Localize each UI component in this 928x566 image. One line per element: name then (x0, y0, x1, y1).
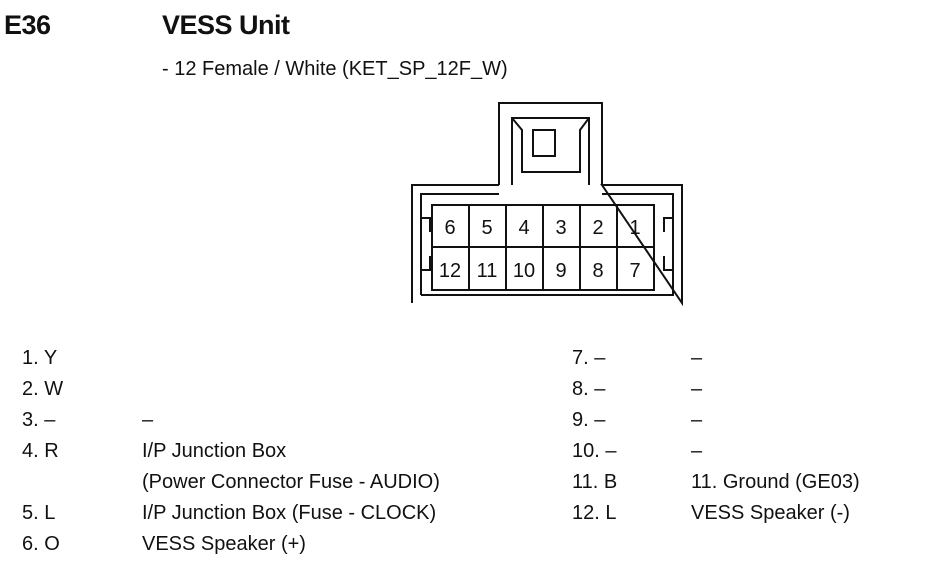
connector-subtitle: - 12 Female / White (KET_SP_12F_W) (162, 58, 508, 80)
connector-code: E36 (4, 10, 51, 40)
pin-description: – (691, 378, 703, 400)
pin-row: 9. – – (572, 405, 922, 436)
pin-label: 8 (592, 260, 603, 282)
pin-number-color: 10. – (572, 440, 617, 462)
pin-description: I/P Junction Box (Fuse - CLOCK) (142, 502, 437, 524)
pin-description: – (691, 440, 703, 462)
pin-label: 1 (629, 217, 640, 239)
pin-number-color: 8. – (572, 378, 606, 400)
pin-row: 1. Y (22, 343, 542, 374)
pin-list-right: 7. – – 8. – – 9. – – 10. – – 11. B 11. Ground… (572, 343, 922, 529)
pin-row: 5. L I/P Junction Box (Fuse - CLOCK) (22, 498, 542, 529)
pin-label: 2 (592, 217, 603, 239)
pin-number-color: 12. L (572, 502, 617, 524)
pin-description: I/P Junction Box (142, 440, 287, 462)
pin-label: 3 (555, 217, 566, 239)
pin-row: 2. W (22, 374, 542, 405)
pin-description: – (142, 409, 154, 431)
pin-description: VESS Speaker (+) (142, 533, 306, 555)
pin-number-color: 9. – (572, 409, 606, 431)
component-title: VESS Unit (162, 10, 290, 40)
pin-label: 7 (629, 260, 640, 282)
pin-number-color: 11. B (572, 471, 618, 493)
pin-row: 8. – – (572, 374, 922, 405)
pin-label: 9 (555, 260, 566, 282)
pin-number-color: 3. – (22, 409, 56, 431)
pin-label: 10 (513, 260, 535, 282)
pin-number-color: 2. W (22, 378, 64, 400)
pin-label: 5 (481, 217, 492, 239)
pin-row: 3. – – (22, 405, 542, 436)
pin-description: (Power Connector Fuse - AUDIO) (142, 471, 440, 493)
pin-number-color: 7. – (572, 347, 606, 369)
pin-label: 4 (518, 217, 529, 239)
pin-row: 6. O VESS Speaker (+) (22, 529, 542, 560)
pin-number-color: 5. L (22, 502, 56, 524)
pin-description: 11. Ground (GE03) (691, 471, 860, 493)
pin-description: – (691, 347, 703, 369)
pin-row: (Power Connector Fuse - AUDIO) (22, 467, 542, 498)
pin-label: 6 (444, 217, 455, 239)
pin-description: VESS Speaker (-) (691, 502, 850, 524)
pin-number-color: 4. R (22, 440, 59, 462)
pin-label: 12 (439, 260, 461, 282)
pin-row: 4. R I/P Junction Box (22, 436, 542, 467)
pin-number-color: 1. Y (22, 347, 58, 369)
pin-description: – (691, 409, 703, 431)
pin-label: 11 (477, 260, 498, 282)
pin-row: 10. – – (572, 436, 922, 467)
pin-row: 7. – – (572, 343, 922, 374)
pin-list-left: 1. Y 2. W 3. – – 4. R I/P Junction Box (Po… (22, 343, 542, 560)
pin-number-color: 6. O (22, 533, 60, 555)
pin-row: 12. L VESS Speaker (-) (572, 498, 922, 529)
pin-row: 11. B 11. Ground (GE03) (572, 467, 922, 498)
